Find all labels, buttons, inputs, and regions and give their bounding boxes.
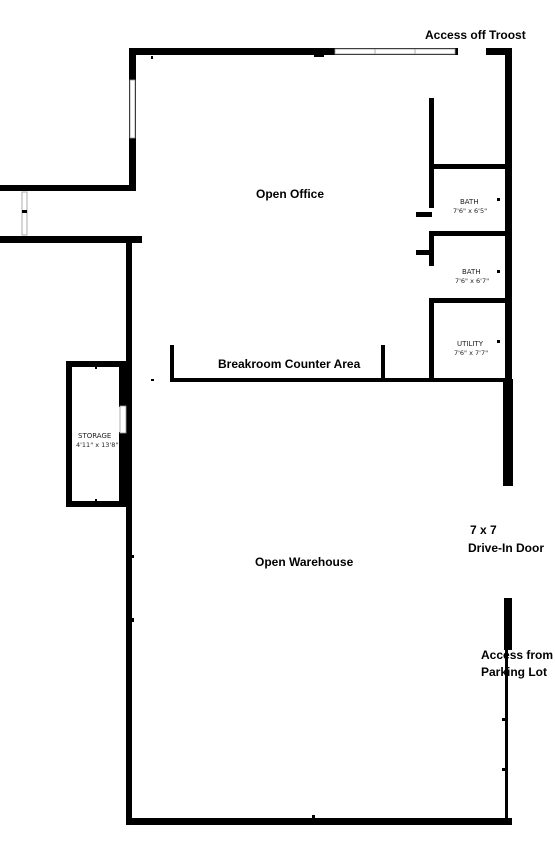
top-window [334,48,456,55]
breakroom-label: Breakroom Counter Area [218,357,361,371]
access-troost-label: Access off Troost [425,28,526,42]
utility-name: UTILITY [457,340,484,348]
wall-ticks [95,56,505,818]
open-warehouse-label: Open Warehouse [255,555,354,569]
parking-access-label-2: Parking Lot [481,665,547,679]
storage-door [119,405,127,434]
open-office-label: Open Office [256,187,324,201]
bath1-dims: 7'6" x 6'5" [453,207,487,215]
bath2-name: BATH [462,268,481,276]
bath1-name: BATH [460,198,479,206]
drive-in-size-label: 7 x 7 [470,523,497,537]
storage-name: STORAGE [78,432,111,440]
interior-walls [66,98,511,507]
bath2-dims: 7'6" x 6'7" [455,277,489,285]
corridor-door [21,191,28,236]
troost-door [458,47,486,56]
storage-dims: 4'11" x 13'8" [76,441,118,449]
drive-in-door-label: Drive-In Door [468,541,544,555]
parking-access-label-1: Access from [481,648,553,662]
left-window [129,79,136,139]
openings [21,47,496,434]
utility-dims: 7'6" x 7'7" [454,349,488,357]
